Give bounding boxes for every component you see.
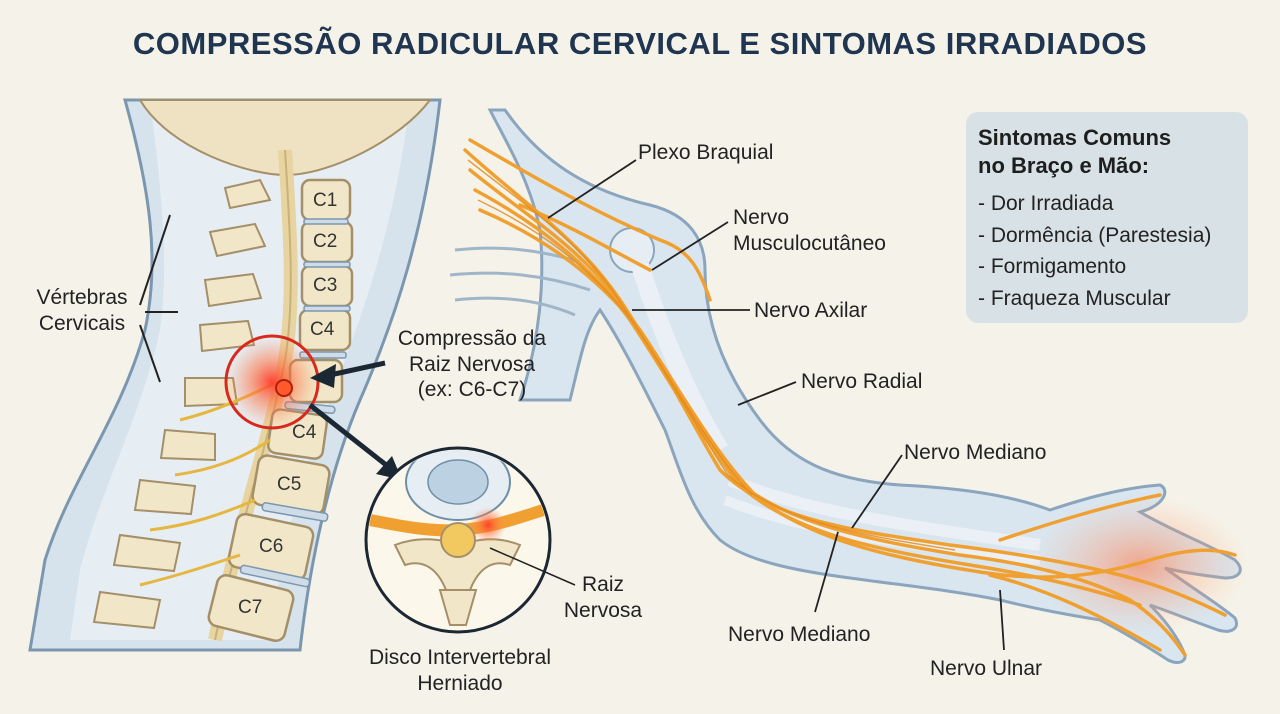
musculocutaneo-line2: Musculocutâneo — [733, 231, 886, 255]
symptoms-title-line1: Sintomas Comuns — [978, 125, 1172, 150]
symptoms-list: - Dor Irradiada - Dormência (Parestesia)… — [978, 188, 1211, 314]
symptom-item: - Formigamento — [978, 255, 1127, 278]
symptoms-title-line2: no Braço e Mão: — [978, 152, 1150, 178]
ulnar-label: Nervo Ulnar — [930, 657, 1043, 680]
vertebra-label-c6: C6 — [259, 536, 284, 557]
musculocutaneo-line1: Nervo — [733, 206, 790, 229]
vertebra-label-c3: C3 — [313, 275, 338, 296]
disc-inset — [364, 446, 576, 634]
vertebrae-bracket — [139, 214, 178, 383]
vertebra-label-c1: C1 — [313, 190, 338, 211]
axilar-label: Nervo Axilar — [754, 299, 868, 322]
vertebrae-group-label: Vértebras Cervicais — [22, 285, 142, 336]
herniated-disc-label: Disco Intervertebral Herniado — [330, 645, 590, 696]
nerve-root-line2: Nervosa — [563, 598, 643, 622]
nerve-root-line1: Raiz — [581, 573, 624, 596]
compression-title-line2: Raiz Nervosa — [408, 352, 536, 376]
radial-label: Nervo Radial — [801, 370, 923, 393]
mediano-lower-label: Nervo Mediano — [728, 623, 871, 646]
vertebra-label-c7: C7 — [238, 597, 263, 618]
symptoms-title: Sintomas Comuns no Braço e Mão: — [978, 124, 1238, 179]
vertebra-label-c4-upper: C4 — [310, 319, 335, 340]
herniated-disc-line1: Disco Intervertebral — [368, 646, 552, 669]
mediano-upper-label: Nervo Mediano — [904, 441, 1047, 464]
nerve-root-label: Raiz Nervosa — [548, 572, 658, 623]
vertebra-label-c2: C2 — [313, 231, 338, 252]
herniated-disc-line2: Herniado — [417, 671, 503, 695]
vertebra-label-c5: C5 — [277, 474, 302, 495]
page-title: COMPRESSÃO RADICULAR CERVICAL E SINTOMAS… — [132, 26, 1148, 61]
symptom-item: - Fraqueza Muscular — [978, 286, 1171, 310]
compression-example: (ex: C6-C7) — [417, 378, 527, 402]
compression-title-line1: Compressão da — [397, 327, 547, 350]
vertebra-label-c4-lower: C4 — [292, 422, 317, 443]
vertebrae-label-line1: Vértebras — [36, 286, 128, 309]
compression-highlight — [224, 334, 320, 430]
compression-arrow — [310, 360, 386, 388]
symptoms-box: Sintomas Comuns no Braço e Mão: - Dor Ir… — [966, 112, 1248, 323]
musculocutaneo-label: Nervo Musculocutâneo — [733, 205, 886, 256]
symptom-item: - Dormência (Parestesia) — [978, 223, 1212, 247]
plexo-braquial-label: Plexo Braquial — [638, 141, 774, 164]
label-leaders — [547, 159, 1005, 651]
vertebrae-label-line2: Cervicais — [38, 311, 126, 335]
compression-label: Compressão da Raiz Nervosa (ex: C6-C7) — [388, 326, 556, 403]
symptom-item: - Dor Irradiada — [978, 192, 1114, 215]
